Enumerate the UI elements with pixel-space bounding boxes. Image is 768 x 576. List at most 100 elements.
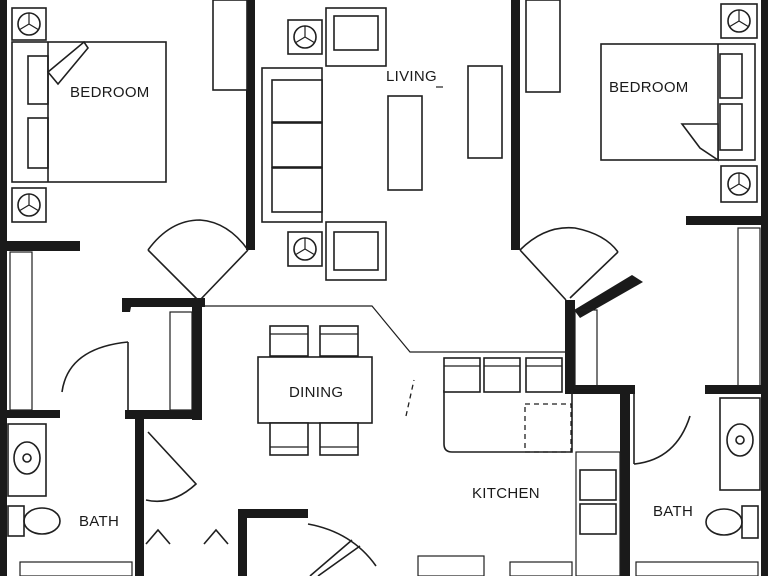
door-leaf [199, 249, 249, 301]
wall-right-closet-left [565, 300, 575, 390]
wall-closet-top [122, 298, 205, 312]
room-label-bath-left: BATH [79, 513, 119, 530]
living-room: LIVING [261, 7, 503, 281]
drain-icon [735, 435, 745, 445]
nightstand-right-bottom [720, 165, 758, 203]
bed-left-fold [46, 40, 89, 86]
lamp-cross [18, 13, 40, 31]
wall-bath-left-right [135, 418, 144, 576]
closet-right-inner [574, 309, 598, 389]
side-table-bottom [287, 231, 323, 267]
pillow-right-1 [719, 53, 743, 99]
sofa-cushion-3 [271, 167, 323, 213]
pillow-right-2 [719, 103, 743, 151]
bifold-door [145, 528, 229, 545]
bathtub-left [19, 561, 133, 576]
appliance-sink [579, 469, 617, 501]
kitchen-counter-right [575, 451, 621, 576]
toilet-tank [741, 505, 759, 539]
kitchen-dashed-box [524, 403, 572, 453]
door-swings [61, 219, 691, 576]
wall-right-bedroom-bottom [686, 216, 768, 225]
wall-bottom-middle-left [238, 509, 247, 576]
lamp-cross [728, 10, 750, 28]
bedroom-left: BEDROOM [11, 0, 248, 223]
kitchen-counter-bottom [417, 555, 485, 576]
coffee-table [387, 95, 423, 191]
wall-bath-left-top [0, 410, 60, 418]
closet-right [737, 227, 761, 387]
wall-right-outer [761, 0, 768, 576]
appliance-sink [579, 503, 617, 535]
door-leaf [147, 249, 199, 301]
lamp-cross [294, 26, 316, 44]
wall-left-outer [0, 0, 7, 576]
bedroom-right: BEDROOM [525, 0, 761, 387]
nightstand-right-top [720, 3, 758, 39]
room-label-living: LIVING [386, 68, 437, 85]
bathtub-right [635, 561, 759, 576]
toilet-icon [23, 507, 61, 535]
dining-chair [319, 325, 359, 357]
bath-left: BATH [7, 423, 133, 576]
door-swing-bath-left [61, 341, 129, 393]
side-table-top [287, 19, 323, 55]
toilet-tank [7, 505, 25, 537]
wall-bedroom-living-left [246, 0, 255, 250]
door-leaf [519, 249, 567, 301]
door-swing-living-left [147, 219, 249, 251]
dining-chair [269, 325, 309, 357]
bar-stool [525, 357, 563, 393]
door-swing-bottom [307, 523, 377, 567]
room-label-kitchen: KITCHEN [472, 485, 540, 502]
dining-table [257, 356, 373, 424]
door-leaf [569, 251, 619, 299]
kitchen-area: KITCHEN [417, 357, 621, 576]
dining-ceiling-line [205, 305, 568, 353]
bar-stool [483, 357, 521, 393]
wall-bedroom-living-right [511, 0, 520, 250]
wall-left-bedroom-bottom [0, 241, 80, 251]
dresser-left [212, 0, 248, 91]
dining-chair [269, 422, 309, 456]
pillow-left-2 [27, 117, 49, 169]
closet-left-inner [169, 311, 193, 411]
dining-area: DINING [257, 325, 415, 456]
nightstand-left-top [11, 7, 47, 41]
sink-icon [13, 441, 41, 475]
door-swing-closet [145, 431, 198, 503]
lamp-cross [294, 238, 316, 256]
dining-chair [319, 422, 359, 456]
room-label-bedroom-left: BEDROOM [70, 84, 150, 101]
door-leaf [309, 539, 353, 576]
dresser-right [525, 0, 561, 93]
tv-console [467, 65, 503, 159]
lamp-cross [18, 194, 40, 212]
wall-right-angled [574, 275, 643, 318]
door-leaf [317, 545, 361, 576]
nightstand-left-bottom [11, 187, 47, 223]
wall-closet-right [192, 300, 202, 420]
sofa-cushion-1 [271, 79, 323, 123]
kitchen-counter-island [443, 390, 573, 453]
pillow-left-1 [27, 55, 49, 105]
closets [9, 251, 598, 411]
room-label-bath-right: BATH [653, 503, 693, 520]
bed-right-fold [680, 123, 719, 162]
kitchen-counter-bottom-2 [509, 561, 573, 576]
room-label-bedroom-right: BEDROOM [609, 79, 689, 96]
door-swing-bath-right [633, 415, 691, 465]
sink-icon [726, 423, 754, 457]
armchair-top-seat [333, 15, 379, 51]
wall-closet-bottom [125, 410, 202, 419]
drain-icon [22, 453, 32, 463]
door-swing-living-right [519, 226, 619, 253]
bath-right: BATH [635, 397, 761, 576]
room-label-dining: DINING [289, 384, 343, 401]
sofa-cushion-2 [271, 122, 323, 168]
wall-bath-right-left [620, 385, 630, 576]
wall-bath-right-top [705, 385, 768, 394]
bar-stool [443, 357, 481, 393]
